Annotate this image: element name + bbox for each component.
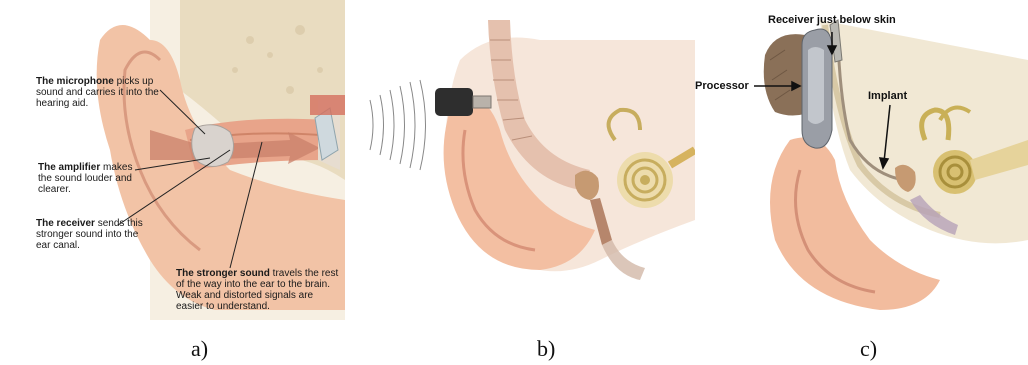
panel-c-illustration <box>690 0 1028 320</box>
microphone-callout-bold: The microphone <box>36 76 114 87</box>
bone-anchored-processor <box>435 88 473 116</box>
caption-b: b) <box>537 336 555 362</box>
microphone-callout: The microphone picks up sound and carrie… <box>36 76 164 109</box>
panel-a-hearing-aid-anatomy: The microphone picks up sound and carrie… <box>0 0 345 320</box>
receiver-label: Receiver just below skin <box>768 14 896 26</box>
panel-b-bone-conduction <box>340 0 695 320</box>
panel-b-illustration <box>340 0 695 320</box>
panel-c-cochlear-implant: Receiver just below skin Processor Impla… <box>690 0 1028 320</box>
caption-c: c) <box>860 336 877 362</box>
processor-label: Processor <box>695 80 749 92</box>
amplifier-callout-bold: The amplifier <box>38 162 100 173</box>
stronger-sound-callout: The stronger sound travels the rest of t… <box>176 268 340 312</box>
sound-waves-icon <box>370 80 426 170</box>
receiver-callout-bold: The receiver <box>36 218 95 229</box>
stronger-sound-callout-bold: The stronger sound <box>176 268 270 279</box>
implant-label: Implant <box>868 90 907 102</box>
receiver-callout: The receiver sends this stronger sound i… <box>36 218 148 251</box>
caption-a: a) <box>191 336 208 362</box>
amplifier-callout: The amplifier makes the sound louder and… <box>38 162 138 195</box>
